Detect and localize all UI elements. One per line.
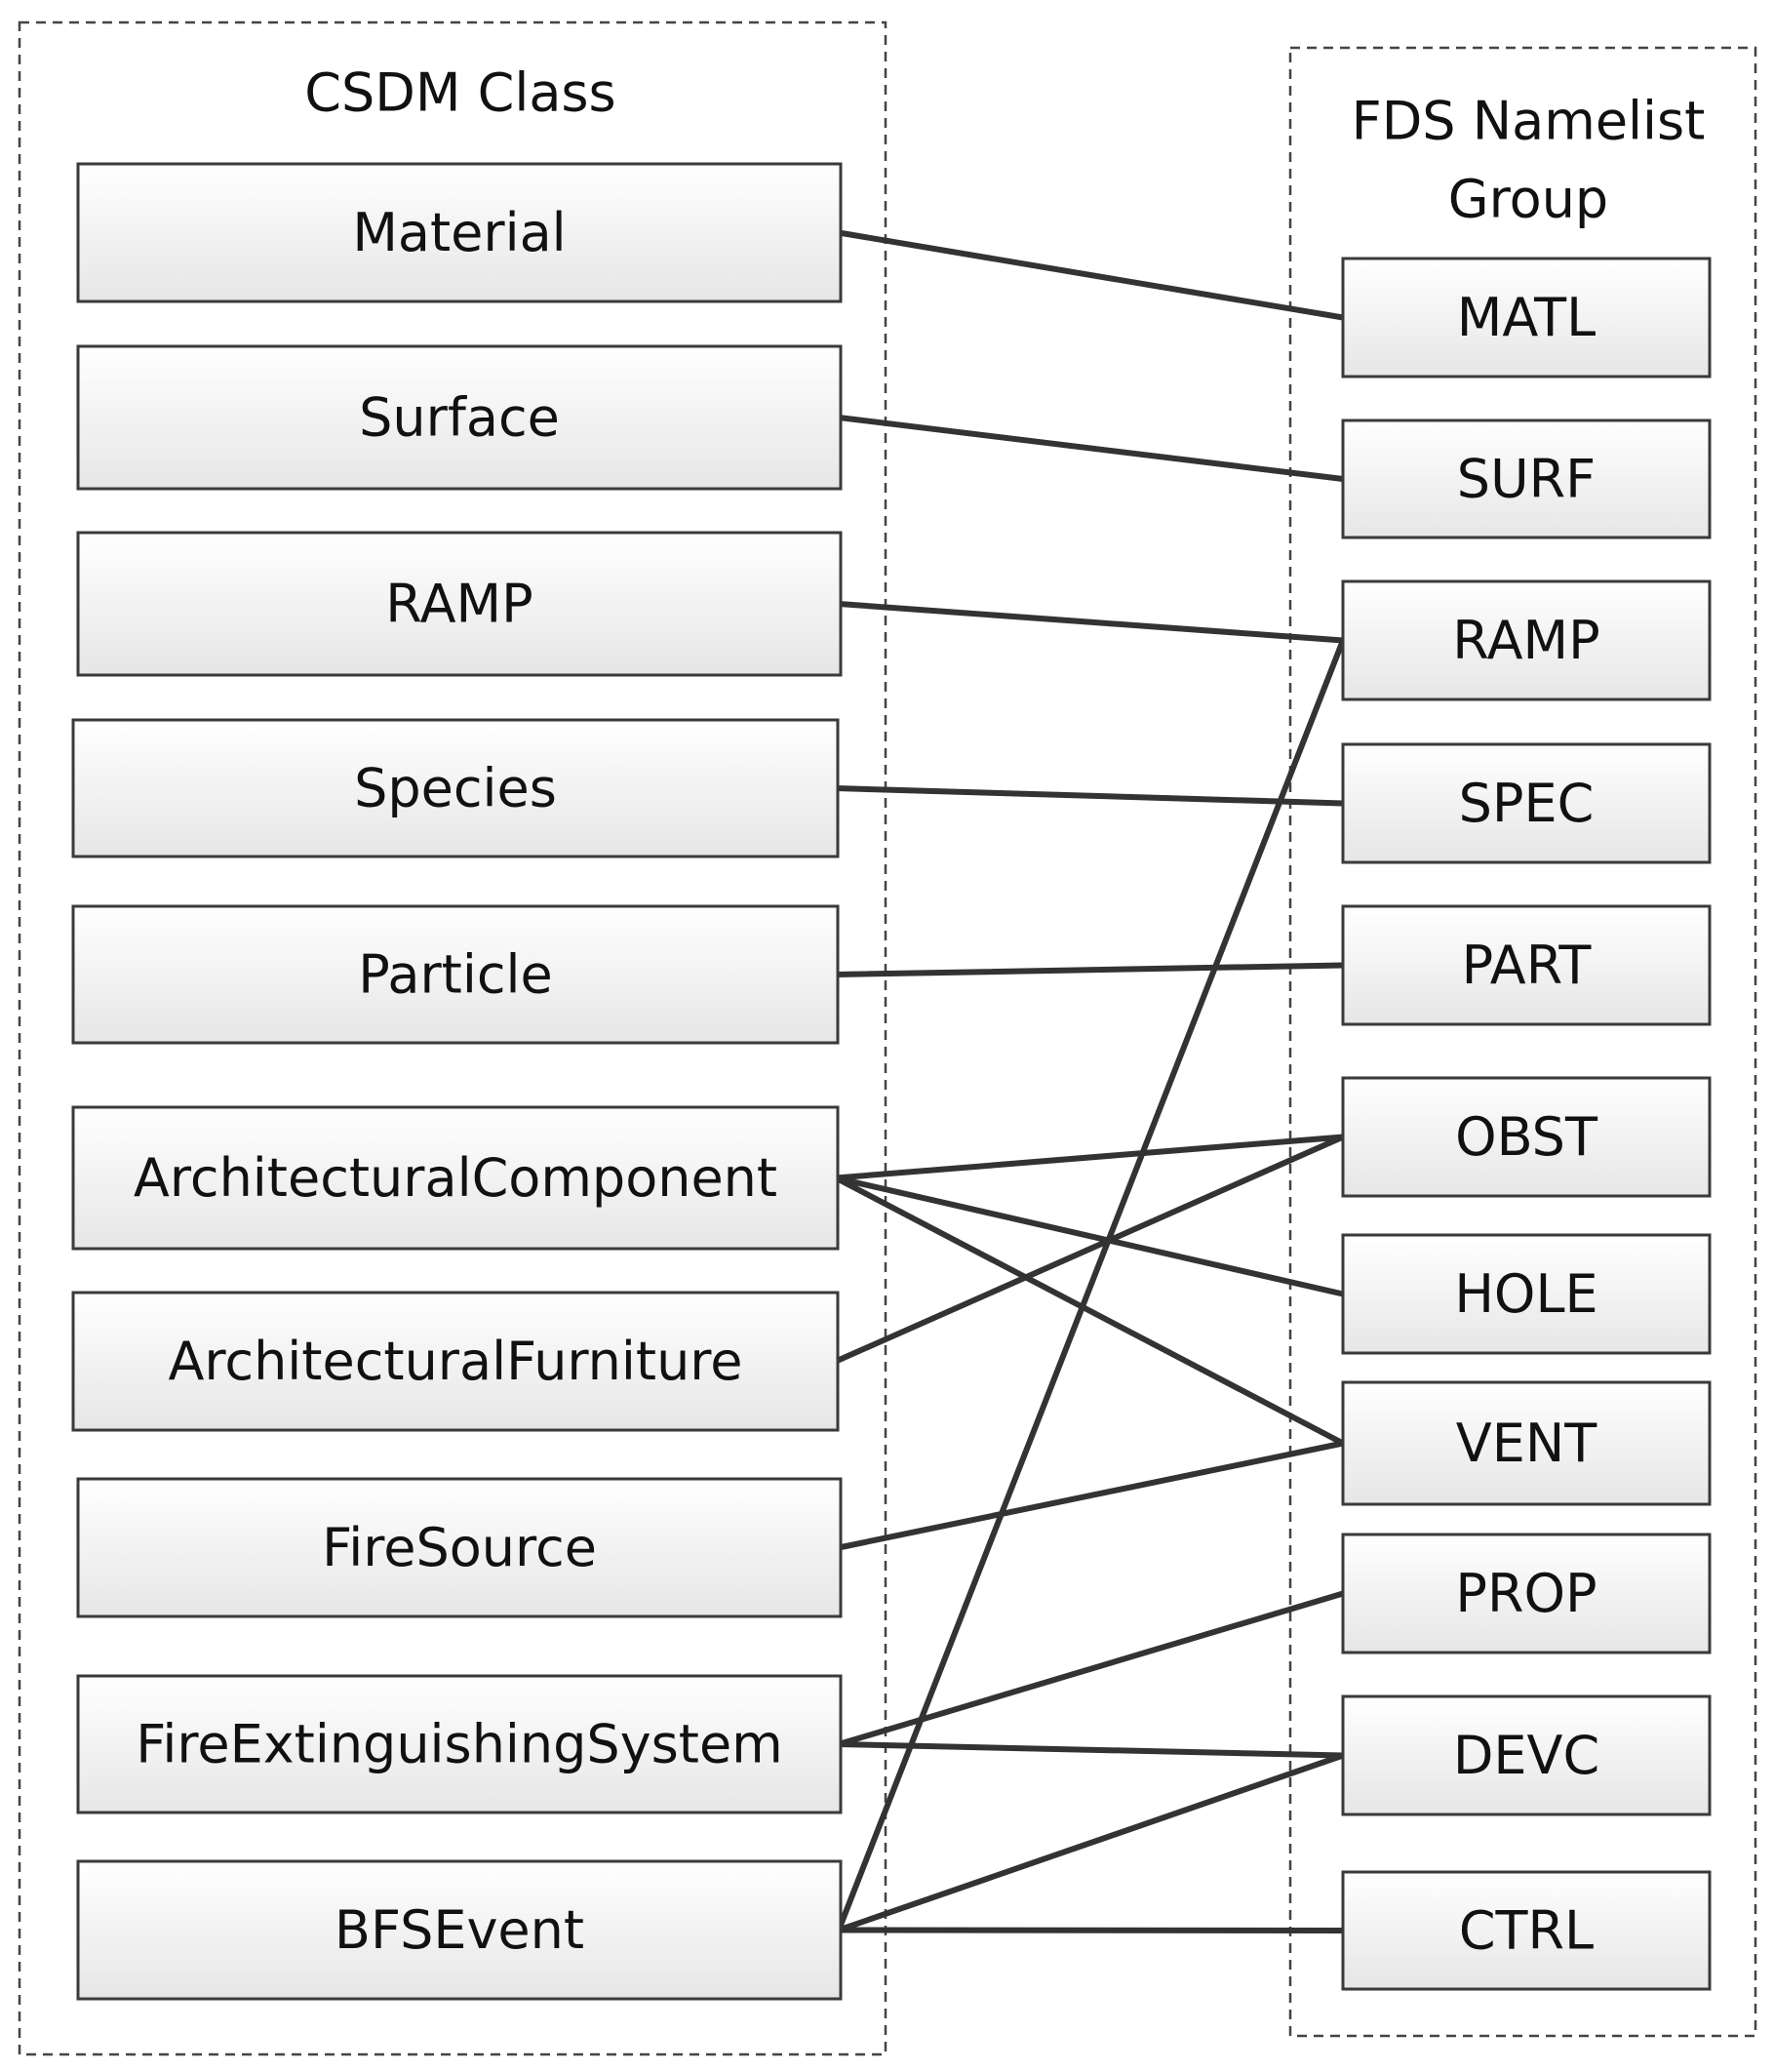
mapping-line-material-to-matl — [836, 229, 1346, 321]
fds-label-matl: MATL — [1457, 287, 1596, 348]
fds-box-vent — [1341, 1380, 1712, 1506]
csdm-box-species — [71, 718, 840, 858]
mapping-line-bfsevent-to-ctrl — [836, 1927, 1346, 1933]
csdm-label-ramp: RAMP — [385, 574, 532, 635]
fds-label-hole: HOLE — [1454, 1263, 1597, 1325]
mapping-line-species-to-spec — [833, 785, 1346, 807]
csdm-label-material: Material — [352, 202, 566, 263]
fds-box-ctrl — [1341, 1870, 1712, 1991]
mapping-line-architectural-furniture-to-obst — [833, 1134, 1346, 1365]
csdm-group-frame — [18, 20, 887, 2056]
csdm-label-architectural-furniture: ArchitecturalFurniture — [168, 1331, 742, 1392]
csdm-label-fire-extinguishing-system: FireExtinguishingSystem — [136, 1714, 783, 1775]
csdm-box-architectural-component — [71, 1105, 840, 1251]
fds-box-surf — [1341, 418, 1712, 539]
fds-label-devc: DEVC — [1453, 1725, 1599, 1786]
mapping-line-architectural-component-to-vent — [833, 1175, 1346, 1447]
mapping-lines — [833, 229, 1346, 1933]
csdm-box-architectural-furniture — [71, 1291, 840, 1432]
fds-label-prop: PROP — [1455, 1563, 1597, 1624]
mapping-line-bfsevent-to-devc — [836, 1752, 1346, 1933]
fds-label-ramp: RAMP — [1452, 610, 1599, 671]
mapping-line-ramp-to-ramp — [836, 601, 1346, 644]
fds-box-devc — [1341, 1694, 1712, 1816]
fds-box-obst — [1341, 1076, 1712, 1198]
fds-box-prop — [1341, 1533, 1712, 1654]
fds-label-obst: OBST — [1455, 1106, 1598, 1168]
csdm-label-species: Species — [354, 758, 557, 819]
csdm-box-fire-extinguishing-system — [76, 1674, 843, 1814]
mapping-line-fire-source-to-vent — [836, 1440, 1346, 1551]
fds-box-spec — [1341, 742, 1712, 864]
csdm-box-particle — [71, 904, 840, 1045]
csdm-group-title: CSDM Class — [304, 62, 615, 124]
csdm-label-surface: Surface — [359, 387, 560, 449]
fds-box-matl — [1341, 257, 1712, 379]
mapping-line-fire-extinguishing-system-to-prop — [836, 1590, 1346, 1747]
fds-group-frame — [1288, 46, 1757, 2038]
fds-namelist-list: MATL SURF RAMP SPEC PART OBST HOLE VENT PROP DEVC… — [1341, 257, 1712, 1991]
mapping-line-fire-extinguishing-system-to-devc — [836, 1741, 1346, 1759]
fds-box-part — [1341, 904, 1712, 1026]
fds-label-vent: VENT — [1456, 1413, 1597, 1474]
csdm-box-material — [76, 162, 843, 303]
csdm-label-fire-source: FireSource — [322, 1517, 597, 1578]
fds-label-surf: SURF — [1457, 449, 1596, 510]
csdm-box-ramp — [76, 531, 843, 677]
fds-group-title-line2: Group — [1448, 169, 1608, 230]
mapping-line-particle-to-part — [833, 962, 1346, 977]
mapping-line-bfsevent-to-ramp — [836, 637, 1346, 1933]
mapping-line-architectural-component-to-hole — [833, 1175, 1346, 1297]
csdm-box-fire-source — [76, 1477, 843, 1618]
csdm-label-particle: Particle — [358, 944, 553, 1006]
mapping-line-surface-to-surf — [836, 415, 1346, 482]
csdm-box-bfsevent — [76, 1859, 843, 2001]
mapping-line-architectural-component-to-obst — [833, 1134, 1346, 1181]
fds-label-ctrl: CTRL — [1459, 1900, 1594, 1962]
fds-box-hole — [1341, 1233, 1712, 1355]
fds-box-ramp — [1341, 579, 1712, 701]
fds-label-part: PART — [1462, 935, 1593, 996]
fds-label-spec: SPEC — [1459, 773, 1595, 834]
fds-group-title-line1: FDS Namelist — [1352, 91, 1706, 152]
csdm-label-architectural-component: ArchitecturalComponent — [134, 1147, 777, 1209]
csdm-label-bfsevent: BFSEvent — [335, 1899, 584, 1961]
csdm-box-surface — [76, 344, 843, 491]
